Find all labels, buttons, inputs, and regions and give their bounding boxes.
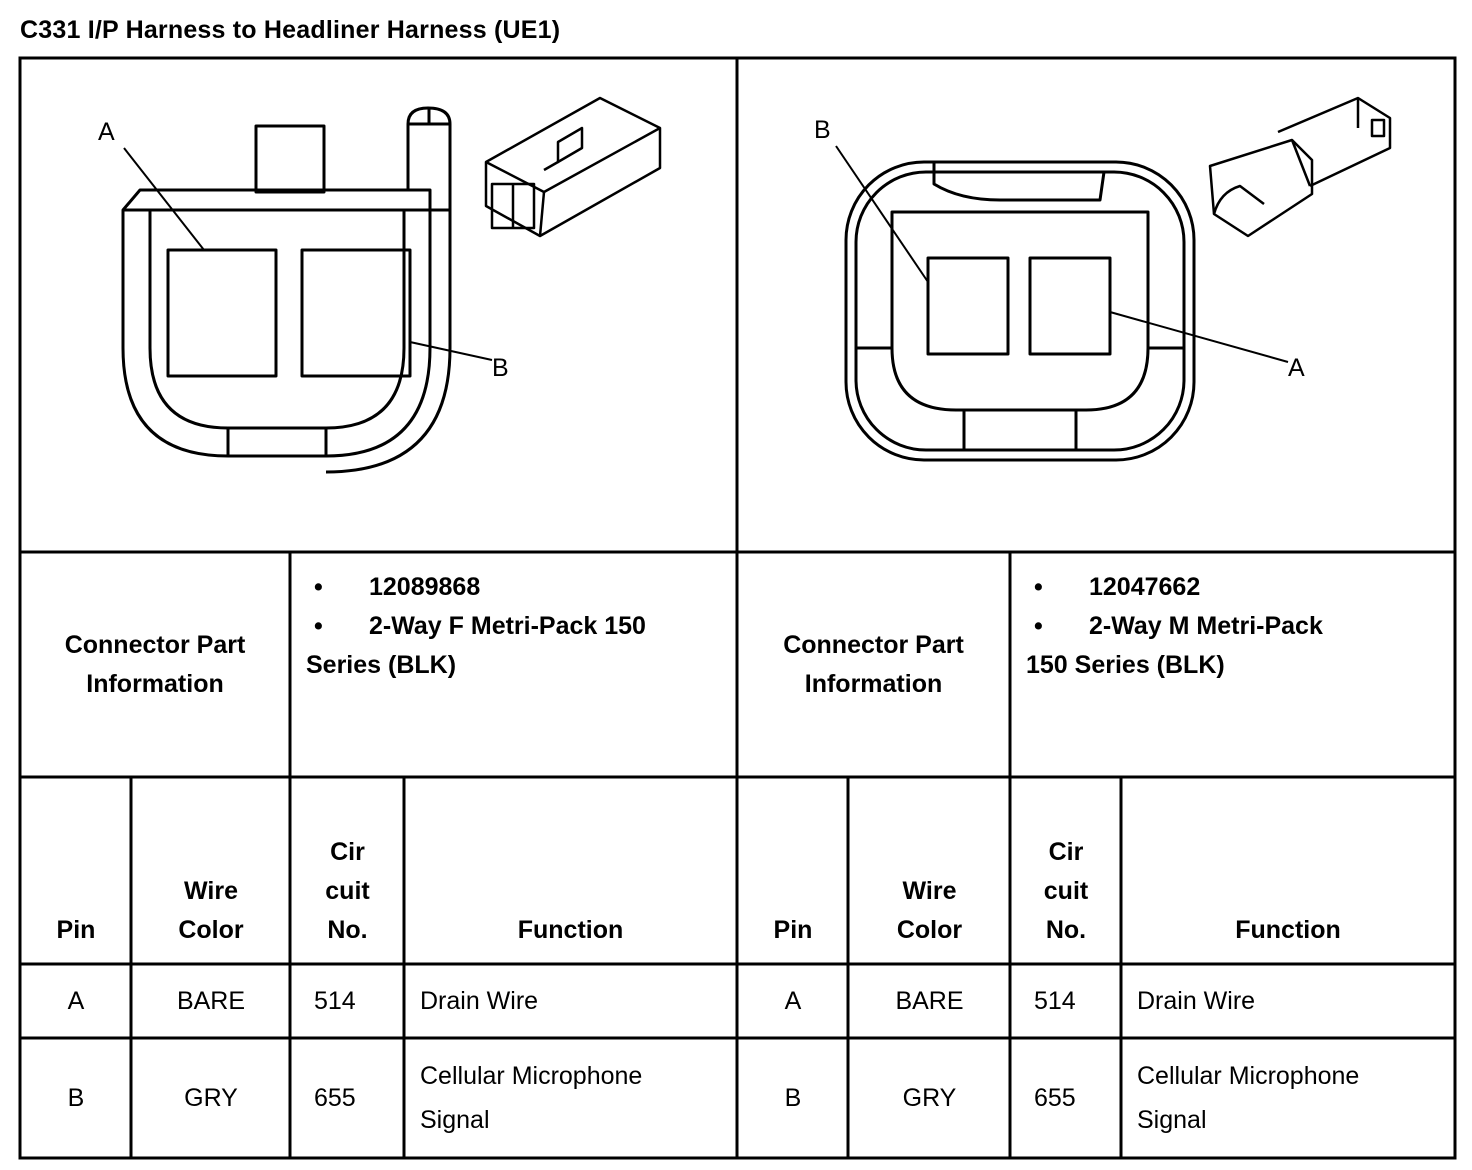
- left-leader-lines: [123, 147, 493, 361]
- left-row-a-circuit: 514: [314, 987, 356, 1015]
- right-label-b: B: [814, 116, 831, 144]
- left-row-b-function: Cellular Microphone Signal: [420, 1062, 643, 1134]
- left-part-number: 12089868: [369, 573, 481, 601]
- left-connector-face: [121, 106, 452, 474]
- left-col-pin: Pin: [56, 916, 96, 944]
- left-label-b: B: [492, 354, 509, 382]
- right-col-wire-color: Wire Color: [896, 877, 963, 944]
- page-title: C331 I/P Harness to Headliner Harness (U…: [20, 16, 561, 44]
- right-part-info-header: Connector Part Information: [783, 630, 964, 698]
- left-connector-thumbnail: [484, 96, 662, 238]
- right-row-a-color: BARE: [895, 987, 964, 1015]
- right-col-circuit: Cir cuit No.: [1043, 838, 1089, 944]
- right-col-pin: Pin: [773, 916, 813, 944]
- right-row-a-function: Drain Wire: [1137, 987, 1256, 1015]
- left-row-a-color: BARE: [176, 987, 246, 1015]
- right-label-a: A: [1288, 354, 1305, 382]
- table-row-left-a: A: [67, 987, 85, 1015]
- table-grid: [18, 56, 1457, 1160]
- left-row-b-color: GRY: [184, 1084, 238, 1112]
- right-col-function: Function: [1235, 916, 1341, 944]
- right-leader-lines: [835, 145, 1289, 363]
- right-part-number: 12047662: [1089, 573, 1201, 601]
- left-col-function: Function: [517, 916, 624, 944]
- left-row-b-circuit: 655: [314, 1084, 356, 1112]
- right-row-b-function: Cellular Microphone Signal: [1137, 1062, 1360, 1134]
- table-row-right-b: B: [784, 1084, 802, 1112]
- right-part-description-cont: 150 Series (BLK): [1026, 651, 1225, 679]
- left-col-circuit: Cir cuit No.: [325, 838, 370, 944]
- left-col-wire-color: Wire Color: [178, 877, 244, 944]
- right-row-b-color: GRY: [902, 1084, 957, 1112]
- right-connector-face: [844, 160, 1196, 462]
- left-label-a: A: [98, 118, 115, 146]
- right-part-info: •12047662 •2-Way M Metri-Pack 150 Series…: [1012, 568, 1453, 768]
- left-part-info: •12089868 •2-Way F Metri-Pack 150 Series…: [292, 568, 735, 768]
- left-part-description: 2-Way F Metri-Pack 150: [369, 612, 646, 640]
- left-row-a-function: Drain Wire: [420, 987, 539, 1015]
- right-part-description: 2-Way M Metri-Pack: [1089, 612, 1323, 640]
- table-row-right-a: A: [784, 987, 802, 1015]
- table-row-left-b: B: [67, 1084, 85, 1112]
- right-connector-thumbnail: [1208, 96, 1392, 238]
- left-part-info-header: Connector Part Information: [64, 630, 246, 698]
- right-row-a-circuit: 514: [1034, 987, 1076, 1015]
- left-part-description-cont: Series (BLK): [306, 651, 457, 679]
- right-row-b-circuit: 655: [1034, 1084, 1076, 1112]
